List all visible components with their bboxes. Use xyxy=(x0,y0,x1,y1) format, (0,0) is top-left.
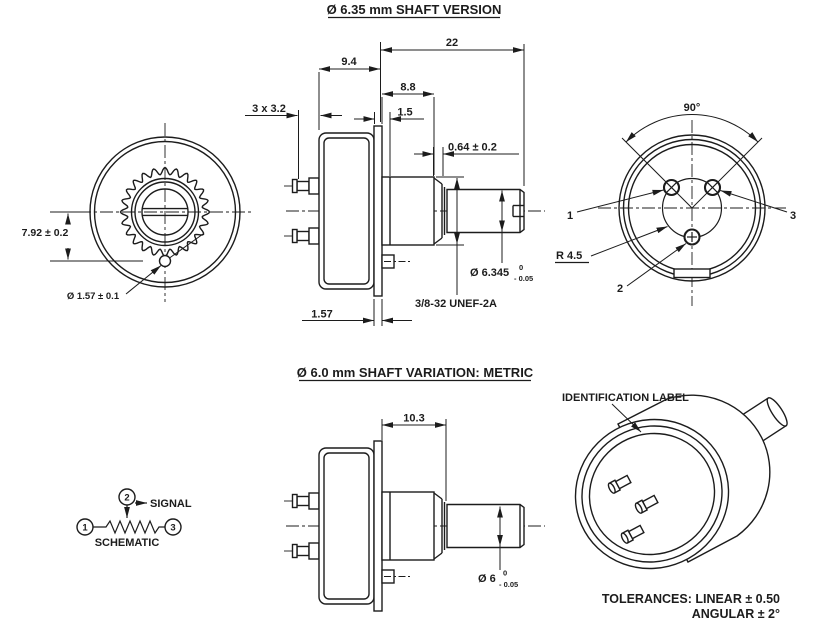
tolerances-linear: TOLERANCES: LINEAR ± 0.50 xyxy=(602,592,780,606)
front-view xyxy=(78,123,252,302)
dim-metric-shaft: Ø 6 xyxy=(478,573,496,585)
rear-pin1-label: 1 xyxy=(567,210,573,222)
dim-pins: 3 x 3.2 xyxy=(252,103,286,115)
index-hole xyxy=(158,254,172,268)
front-view-dimensions: 7.92 ± 0.2 Ø 1.57 ± 0.1 xyxy=(22,211,204,302)
angle-arc xyxy=(625,114,759,143)
terminal-1-label: 1 xyxy=(82,523,88,534)
dim-shaft-dia-lower: - 0.05 xyxy=(514,274,533,283)
schematic: 1 3 2 SIGNAL SCHEMATIC xyxy=(76,488,192,549)
shaft-slot xyxy=(512,204,524,218)
bottom-title: Ø 6.0 mm SHAFT VARIATION: METRIC xyxy=(297,365,534,380)
dim-overall: 22 xyxy=(446,37,458,49)
rear-pin3-label: 3 xyxy=(790,210,796,222)
side-view-dimensions: 22 9.4 8.8 1.5 3 x 3.2 0.64 ± 0.2 3/8-32… xyxy=(245,37,533,326)
metric-dimensions: 10.3 Ø 6 0 - 0.05 xyxy=(381,413,518,589)
dim-hole: Ø 1.57 ± 0.1 xyxy=(67,291,120,302)
iso-face xyxy=(574,418,730,570)
knurled-ring xyxy=(119,166,211,258)
terminal-3 xyxy=(164,518,182,536)
iso-view: IDENTIFICATION LABEL xyxy=(562,392,788,570)
dim-metric-shaft-lower: - 0.05 xyxy=(499,580,518,589)
resistor-element xyxy=(93,519,165,535)
dim-shaft-dia-upper: 0 xyxy=(519,263,523,272)
signal-label: SIGNAL xyxy=(150,498,192,510)
dim-tip: 0.64 ± 0.2 xyxy=(448,142,497,154)
rear-pin2-label: 2 xyxy=(617,283,623,295)
dim-height: 7.92 ± 0.2 xyxy=(22,227,69,239)
dim-metric-shaft-upper: 0 xyxy=(503,569,507,578)
rear-tab xyxy=(673,268,711,279)
dim-plate: 1.57 xyxy=(311,309,332,321)
terminal-3-label: 3 xyxy=(170,523,175,534)
rear-view: 90° 1 3 2 R 4.5 xyxy=(555,102,796,306)
dim-body: 9.4 xyxy=(341,56,357,68)
terminal-1 xyxy=(76,518,94,536)
dim-angle: 90° xyxy=(684,102,701,114)
dim-lip: 1.5 xyxy=(397,107,412,119)
terminal-2-label: 2 xyxy=(124,493,129,504)
identification-label: IDENTIFICATION LABEL xyxy=(562,392,689,404)
top-title: Ø 6.35 mm SHAFT VERSION xyxy=(327,2,502,17)
dim-shaft-dia: Ø 6.345 xyxy=(470,267,509,279)
dim-metric-bushing: 10.3 xyxy=(403,413,424,425)
dim-radius: R 4.5 xyxy=(556,250,582,262)
thread-spec: 3/8-32 UNEF-2A xyxy=(415,298,497,310)
tolerances-angular: ANGULAR ± 2° xyxy=(692,607,780,621)
dim-bushing: 8.8 xyxy=(400,82,415,94)
schematic-label: SCHEMATIC xyxy=(95,537,160,549)
